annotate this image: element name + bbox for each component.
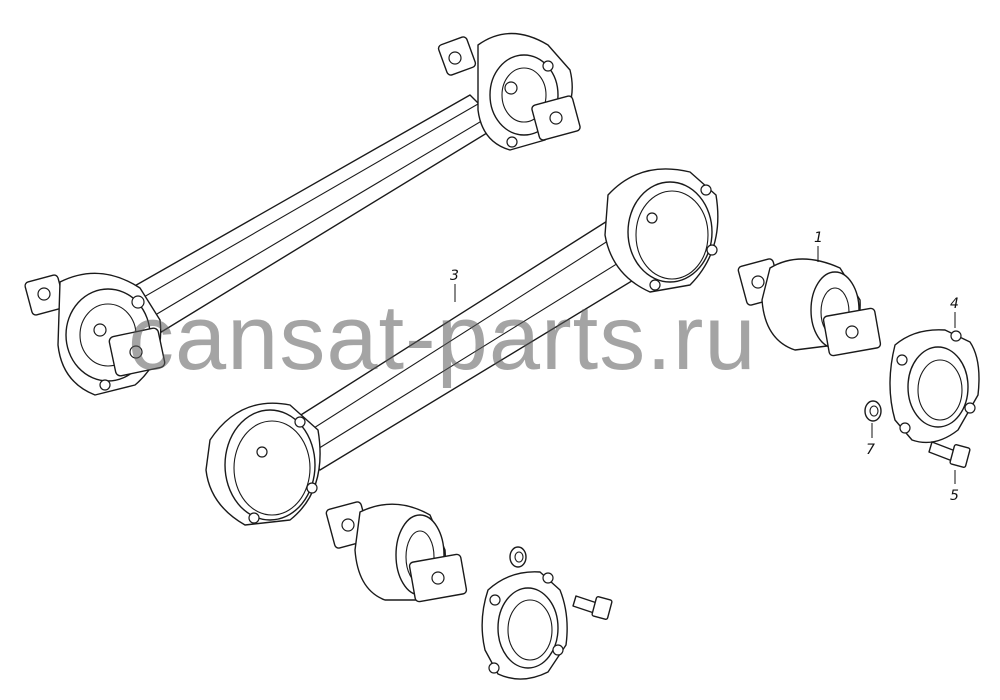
- callout-part-4: 4: [950, 296, 959, 328]
- washer-part-7: [864, 400, 882, 422]
- rod-3-near-eye: [205, 402, 321, 526]
- label-part-4: 4: [950, 296, 959, 312]
- flange-part-4: [889, 329, 980, 444]
- bushing-lower: [325, 501, 468, 603]
- bushing-part-1: [737, 258, 882, 357]
- callout-part-1: 1: [814, 230, 823, 262]
- label-part-7: 7: [866, 442, 875, 458]
- rod-3-far-eye: [604, 168, 719, 293]
- label-part-3: 3: [450, 268, 459, 284]
- flange-lower: [481, 571, 568, 680]
- reaction-rod-part-3: [205, 168, 719, 526]
- rod-upper-near-eye: [24, 272, 166, 396]
- bolt-lower: [572, 595, 613, 620]
- label-part-5: 5: [950, 488, 959, 504]
- callout-part-5: 5: [950, 470, 959, 504]
- bolt-part-5: [928, 441, 971, 468]
- callout-part-3: 3: [450, 268, 459, 302]
- rod-upper-far-eye: [437, 32, 581, 151]
- washer-lower: [509, 546, 527, 568]
- assembled-reaction-rod: [24, 32, 581, 396]
- label-part-1: 1: [814, 230, 823, 246]
- callout-part-7: 7: [866, 423, 875, 458]
